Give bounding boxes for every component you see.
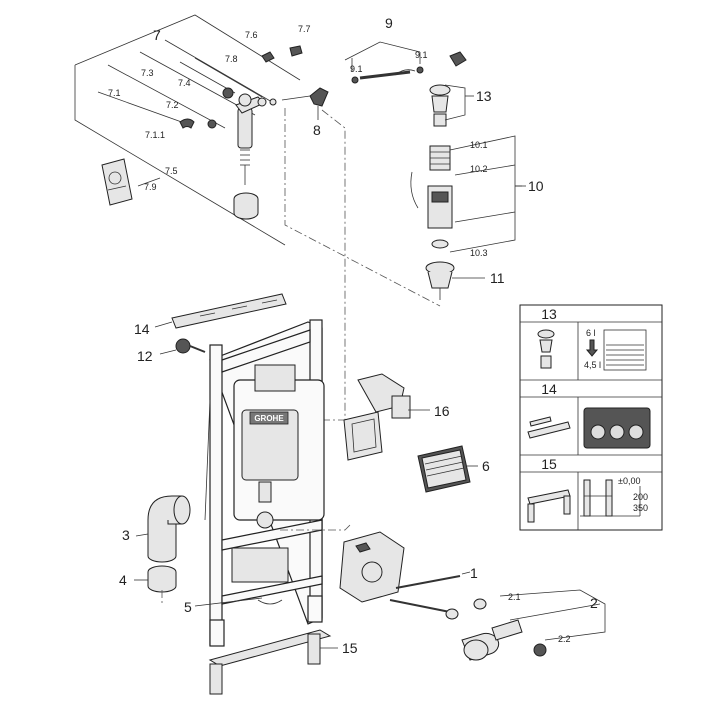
callout-7-1: 7.1	[108, 88, 121, 98]
callout-7-7: 7.7	[298, 24, 311, 34]
legend-13-volume-6: 6 l	[586, 328, 596, 338]
legend-row-15-label: 15	[541, 456, 557, 472]
legend-15-zero: ±0,00	[618, 476, 640, 486]
flush-valve-10	[410, 84, 455, 300]
elbow-pipe-3	[135, 495, 191, 563]
callout-13: 13	[476, 88, 492, 104]
callout-10: 10	[528, 178, 544, 194]
callout-8: 8	[313, 122, 321, 138]
callout-7-9: 7.9	[144, 182, 157, 192]
assembly-7-outline	[74, 14, 301, 246]
label-packet-7-9	[101, 158, 133, 206]
mounting-plate-16	[343, 373, 430, 461]
callout-10-2: 10.2	[470, 164, 488, 174]
callout-16: 16	[434, 403, 450, 419]
installation-frame: GROHE	[204, 319, 325, 647]
legend-row-14-label: 14	[541, 381, 557, 397]
callout-9-1b: 9.1	[415, 50, 428, 60]
callout-brackets-upper	[344, 41, 522, 279]
callout-7-2: 7.2	[166, 100, 179, 110]
callout-5: 5	[184, 599, 192, 615]
connection-block	[280, 524, 405, 603]
callout-7-4: 7.4	[178, 78, 191, 88]
callout-labels: 7 7.6 7.7 7.8 7.3 7.4 7.1 7.2 7.1.1 7.5 …	[108, 15, 598, 656]
socket-4	[134, 565, 177, 604]
callout-10-1: 10.1	[470, 140, 488, 150]
connector-8	[281, 87, 329, 107]
callout-10-3: 10.3	[470, 248, 488, 258]
legend-15-350: 350	[633, 503, 648, 513]
callout-6: 6	[482, 458, 490, 474]
legend-row-13-label: 13	[541, 306, 557, 322]
legend-panel: 13 14 15 6 l 4,5 l ±0,00 200 350	[519, 304, 663, 531]
callout-7-3: 7.3	[141, 68, 154, 78]
anchor-12	[159, 338, 206, 355]
callout-7-1-1: 7.1.1	[145, 130, 165, 140]
callout-12: 12	[137, 348, 153, 364]
callout-2-2: 2.2	[558, 634, 571, 644]
legend-13-volume-45: 4,5 l	[584, 360, 601, 370]
callout-7-6: 7.6	[245, 30, 258, 40]
callout-2-1: 2.1	[508, 592, 521, 602]
callout-11: 11	[490, 270, 505, 286]
callout-9-1a: 9.1	[350, 64, 363, 74]
leader-lines	[137, 95, 526, 187]
cover-box-6	[417, 445, 478, 493]
callout-2: 2	[590, 595, 598, 611]
callout-4: 4	[119, 572, 127, 588]
float-valve-7	[179, 45, 303, 220]
callout-7-5: 7.5	[165, 166, 178, 176]
frame-support-15	[208, 629, 338, 695]
callout-7-8: 7.8	[225, 54, 238, 64]
logo-text: GROHE	[254, 414, 284, 423]
pipe-2	[461, 589, 606, 661]
callout-1: 1	[470, 565, 478, 581]
bolts-1	[389, 571, 487, 620]
grohe-logo: GROHE	[249, 411, 289, 425]
rail-14	[154, 293, 287, 329]
callout-3: 3	[122, 527, 130, 543]
hose-9	[351, 51, 467, 84]
callout-7: 7	[153, 27, 161, 43]
callout-14: 14	[134, 321, 150, 337]
legend-15-200: 200	[633, 492, 648, 502]
callout-15: 15	[342, 640, 358, 656]
leader-5	[194, 597, 263, 607]
callout-9: 9	[385, 15, 393, 31]
